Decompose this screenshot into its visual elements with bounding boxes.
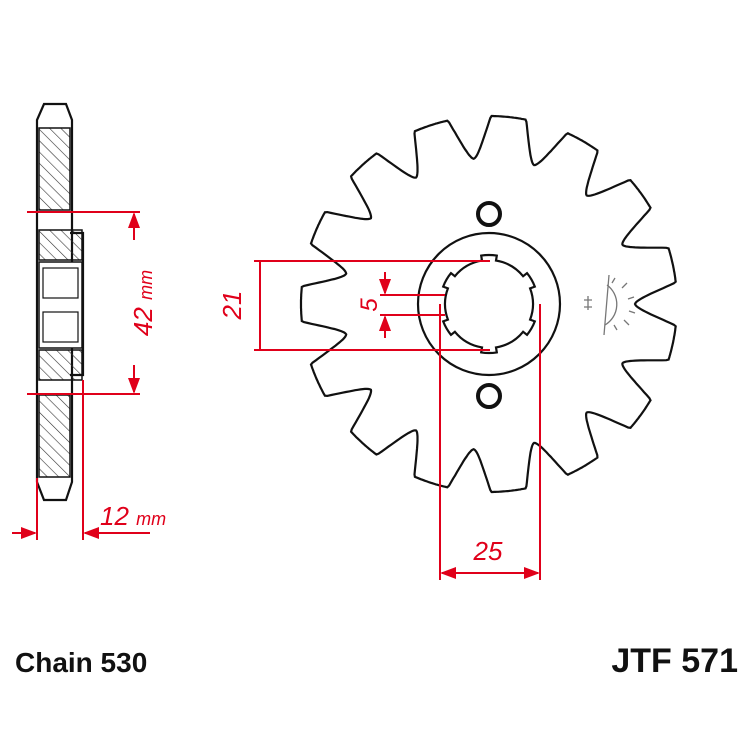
side-view <box>35 102 85 502</box>
spline-outer-value: 21 <box>217 291 247 321</box>
thickness-unit: mm <box>136 509 166 529</box>
bolt-hole-bottom <box>476 383 502 409</box>
spline-inner-dimension: 25 <box>439 304 541 580</box>
chain-label: Chain 530 <box>15 647 147 678</box>
spline-bore <box>441 253 537 355</box>
hub-circle <box>416 231 562 377</box>
direction-symbol <box>584 274 636 336</box>
spline-inner-value: 25 <box>473 536 503 566</box>
hub-diameter-unit: mm <box>136 270 156 300</box>
sprocket-outline <box>299 114 677 494</box>
spline-outer-dimension: 21 <box>217 260 490 351</box>
spline-width-value: 5 <box>356 298 383 312</box>
hub-diameter-value: 42 <box>128 307 158 336</box>
bolt-hole-top <box>476 201 502 227</box>
spline-width-dimension: 5 <box>356 272 445 338</box>
thickness-dimension: 12 mm <box>12 380 166 540</box>
part-number: JTF 571 <box>611 642 738 680</box>
svg-text:42 mm: 42 mm <box>128 270 158 336</box>
thickness-value: 12 <box>100 501 129 531</box>
front-view <box>299 114 677 494</box>
svg-text:12 mm: 12 mm <box>100 501 166 531</box>
